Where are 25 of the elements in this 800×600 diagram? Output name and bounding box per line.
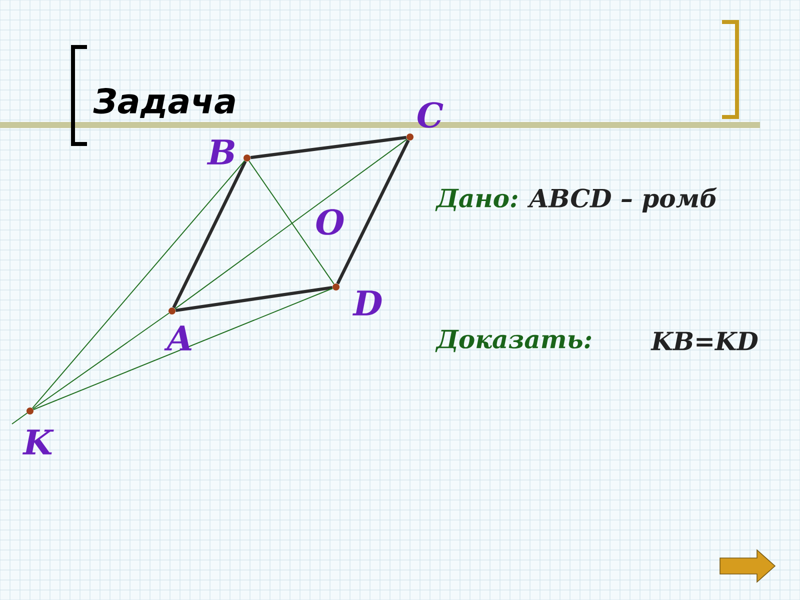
line-segment xyxy=(336,140,410,284)
text-label: Дано: xyxy=(435,188,518,212)
text-label: ABCD – ромб xyxy=(527,188,717,212)
line-segment xyxy=(32,288,334,410)
text-label: KB=KD xyxy=(650,332,758,350)
line-segment xyxy=(32,160,246,409)
point-dot xyxy=(244,154,250,162)
title: Задача xyxy=(93,88,235,118)
point-label: D xyxy=(352,290,382,316)
point-label: A xyxy=(164,326,192,350)
line-segment xyxy=(175,286,333,312)
point-label: B xyxy=(206,140,234,164)
text-label: Доказать: xyxy=(435,330,592,352)
point-dot xyxy=(168,308,176,314)
point-label: K xyxy=(22,430,54,454)
point-label: C xyxy=(418,102,444,128)
line-segment xyxy=(250,136,407,160)
line-segment xyxy=(172,160,247,308)
point-dot xyxy=(332,284,340,290)
point-dot xyxy=(26,408,34,414)
point-label: O xyxy=(316,209,344,235)
line-segment xyxy=(32,312,170,410)
line-segment xyxy=(174,138,408,310)
point-dot xyxy=(406,134,414,140)
line-segment xyxy=(248,160,334,284)
